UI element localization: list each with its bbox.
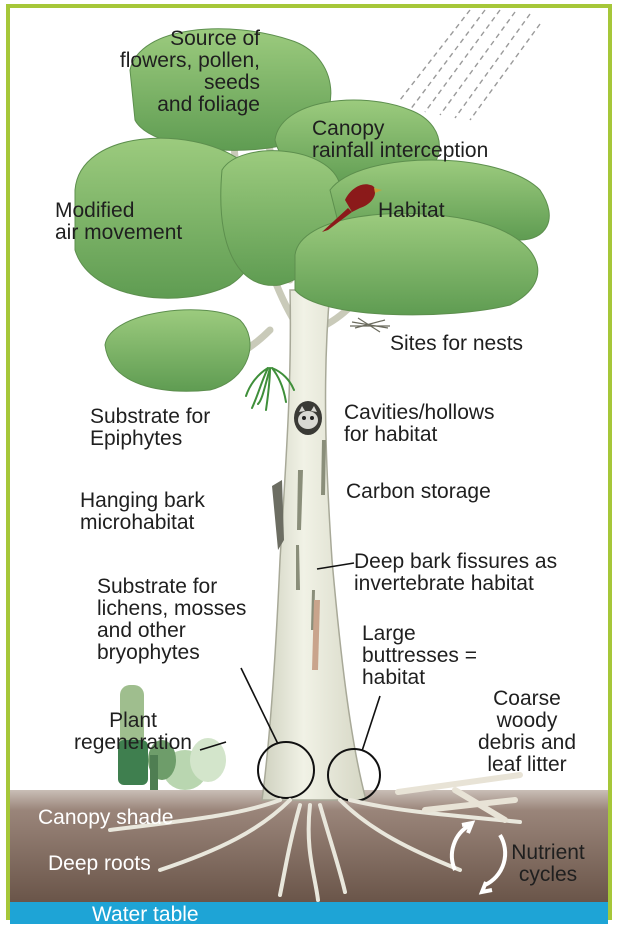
label-fissures: Deep bark fissures as invertebrate habit… bbox=[354, 551, 557, 595]
label-nests: Sites for nests bbox=[390, 333, 523, 355]
nest-icon bbox=[350, 318, 390, 332]
label-habitat: Habitat bbox=[378, 200, 445, 222]
epiphyte-fern-icon bbox=[246, 368, 294, 410]
label-regeneration: Plant regeneration bbox=[58, 710, 208, 754]
label-buttresses: Large buttresses = habitat bbox=[362, 623, 477, 689]
label-epiphytes: Substrate for Epiphytes bbox=[90, 406, 210, 450]
label-hanging-bark: Hanging bark microhabitat bbox=[80, 490, 205, 534]
label-shade: Canopy shade bbox=[38, 807, 173, 829]
label-carbon: Carbon storage bbox=[346, 481, 491, 503]
label-lichens: Substrate for lichens, mosses and other … bbox=[97, 576, 246, 664]
label-cavities: Cavities/hollows for habitat bbox=[344, 402, 495, 446]
hanging-bark bbox=[272, 480, 284, 550]
label-nutrient: Nutrient cycles bbox=[488, 842, 608, 886]
label-pollen: Source of flowers, pollen, seeds and fol… bbox=[120, 28, 260, 116]
label-air: Modified air movement bbox=[55, 200, 182, 244]
label-water: Water table bbox=[92, 904, 199, 926]
label-debris: Coarse woody debris and leaf litter bbox=[462, 688, 592, 776]
label-canopy: Canopy rainfall interception bbox=[312, 118, 488, 162]
rain-lines bbox=[400, 10, 540, 120]
label-roots: Deep roots bbox=[48, 853, 151, 875]
